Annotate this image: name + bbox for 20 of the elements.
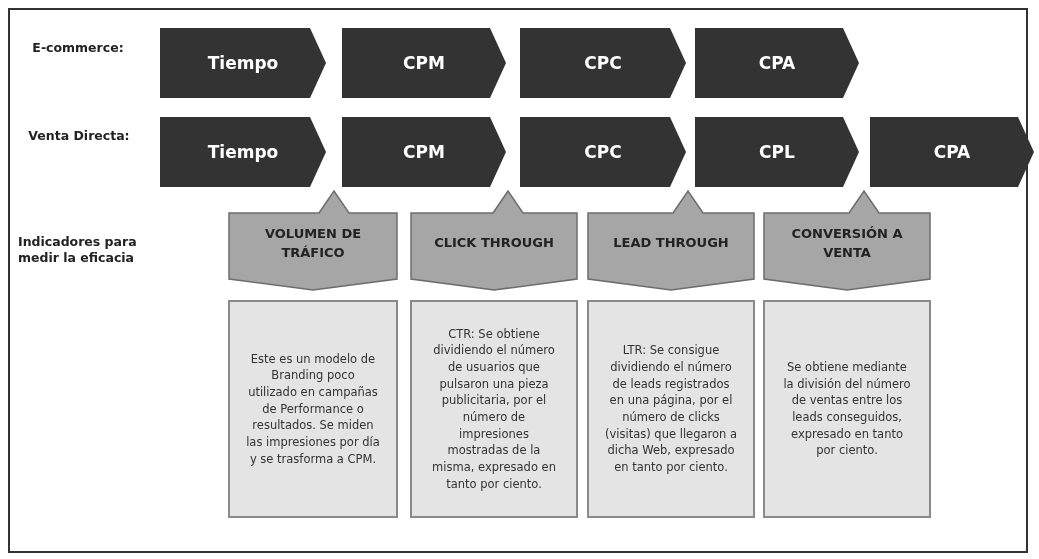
process-step: Tiempo: [160, 117, 326, 187]
process-step: CPA: [870, 117, 1034, 187]
row-label: E-commerce:: [31, 40, 125, 57]
indicator-banner: VOLUMEN DE TRÁFICO: [228, 190, 398, 291]
indicator-banner: CONVERSIÓN A VENTA: [763, 190, 931, 291]
description-box: Este es un modelo de Branding poco utilizado en campañas de Performance o resultados. Se miden las impresiones por día y se trasforma a CPM.: [228, 300, 398, 518]
description-box: Se obtiene mediante la división del número de ventas entre los leads conseguidos, expresado en tanto por ciento.: [763, 300, 931, 518]
process-step: CPL: [695, 117, 859, 187]
row-label: Indicadores para medir la eficacia: [18, 234, 138, 267]
process-step: CPA: [695, 28, 859, 98]
row-label: Venta Directa:: [27, 128, 131, 145]
description-box: LTR: Se consigue dividiendo el número de leads registrados en una página, por el número de clicks (visitas) que llegaron a dicha Web, expresado en tanto por ciento.: [587, 300, 755, 518]
process-step: CPM: [342, 117, 506, 187]
process-step: CPC: [520, 117, 686, 187]
process-step: Tiempo: [160, 28, 326, 98]
description-box: CTR: Se obtiene dividiendo el número de usuarios que pulsaron una pieza publicitaria, por el número de impresiones mostradas de la misma, expresado en tanto por ciento.: [410, 300, 578, 518]
indicator-banner: LEAD THROUGH: [587, 190, 755, 291]
process-step: CPM: [342, 28, 506, 98]
process-step: CPC: [520, 28, 686, 98]
indicator-banner: CLICK THROUGH: [410, 190, 578, 291]
